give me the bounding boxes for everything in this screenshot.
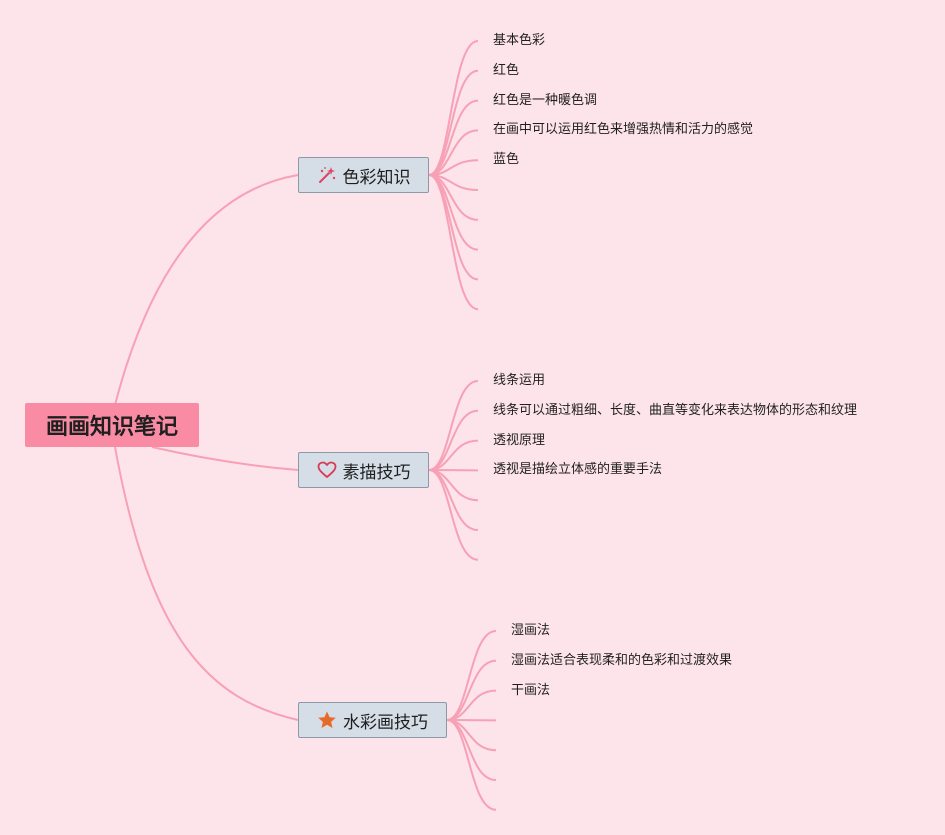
subtopic-item[interactable]: 线条可以通过粗细、长度、曲直等变化来表达物体的形态和纹理 bbox=[493, 402, 858, 418]
branch-topic-label: 色彩知识 bbox=[342, 167, 411, 188]
connector-line bbox=[114, 174, 299, 406]
subtopic-item[interactable]: 基本色彩 bbox=[493, 33, 546, 48]
connector-line bbox=[428, 409, 479, 471]
connector-line bbox=[446, 659, 497, 721]
connector-line bbox=[428, 469, 479, 561]
root-topic-label: 画画知识笔记 bbox=[45, 415, 178, 440]
subtopic-item[interactable]: 线条运用 bbox=[493, 373, 546, 388]
subtopic-item[interactable]: 湿画法 bbox=[511, 623, 551, 638]
subtopic-item[interactable]: 湿画法适合表现柔和的色彩和过渡效果 bbox=[511, 652, 733, 668]
subtopic-item[interactable]: 在画中可以运用红色来增强热情和活力的感觉 bbox=[493, 122, 754, 138]
branch-topic-watercolor-techniques[interactable]: 水彩画技巧 bbox=[298, 702, 447, 738]
connector-line bbox=[428, 174, 479, 281]
subtopic-item[interactable]: 红色是一种暖色调 bbox=[493, 92, 598, 108]
subtopic-item[interactable]: 透视是描绘立体感的重要手法 bbox=[493, 462, 663, 478]
connector-line bbox=[151, 446, 299, 471]
connector-line bbox=[446, 719, 497, 811]
subtopic-item[interactable]: 干画法 bbox=[511, 682, 551, 698]
connector-line bbox=[428, 40, 479, 176]
connector-line bbox=[446, 630, 497, 721]
heart-icon bbox=[317, 460, 337, 480]
branch-topic-label: 水彩画技巧 bbox=[343, 712, 428, 733]
subtopic-item[interactable]: 蓝色 bbox=[493, 152, 520, 168]
branch-topic-color-knowledge[interactable]: 色彩知识 bbox=[298, 157, 429, 193]
subtopic-item[interactable]: 红色 bbox=[493, 62, 520, 78]
branch-topic-sketch-techniques[interactable]: 素描技巧 bbox=[298, 452, 429, 488]
star-icon bbox=[317, 710, 337, 730]
connector-line bbox=[428, 69, 479, 176]
subtopic-item[interactable]: 透视原理 bbox=[493, 432, 546, 448]
connector-line bbox=[428, 99, 479, 176]
magic-wand-icon bbox=[317, 165, 337, 185]
connector-line bbox=[114, 446, 299, 721]
branch-topic-label: 素描技巧 bbox=[342, 462, 411, 483]
root-topic[interactable]: 画画知识笔记 bbox=[25, 403, 199, 447]
connector-line bbox=[428, 380, 479, 471]
connector-line bbox=[428, 174, 479, 311]
